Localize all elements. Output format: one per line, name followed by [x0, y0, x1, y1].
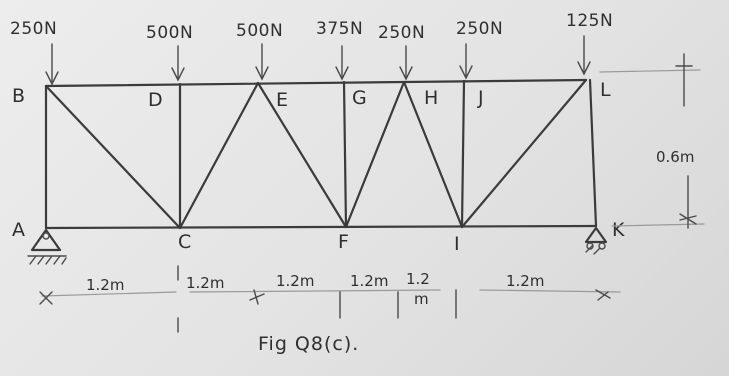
load-arrow-l [577, 35, 591, 76]
member-gf [342, 80, 348, 229]
member-bc [44, 84, 182, 230]
node-label-e: E [276, 89, 288, 111]
pin-support-a [27, 228, 67, 265]
member-lk [588, 78, 598, 228]
member-hf [344, 80, 406, 229]
node-label-l: L [600, 79, 611, 101]
node-label-a: A [12, 219, 25, 241]
span-label-5-unit: m [414, 290, 429, 308]
node-label-i: I [454, 233, 460, 255]
load-arrow-e [255, 43, 269, 81]
node-label-c: C [178, 231, 191, 253]
node-label-b: B [12, 85, 25, 107]
bottom-chord [44, 224, 598, 230]
node-label-h: H [424, 87, 438, 109]
load-label-h: 250N [378, 23, 425, 43]
figure-caption: Fig Q8(c). [258, 333, 359, 355]
roller-support-k [584, 226, 608, 255]
load-arrow-j [459, 43, 473, 80]
node-label-d: D [148, 89, 163, 111]
node-label-k: K [612, 219, 625, 241]
node-label-j: J [477, 87, 484, 109]
node-label-f: F [338, 231, 349, 253]
load-arrows [45, 35, 591, 86]
height-dimension: 0.6m [599, 53, 705, 229]
load-label-j: 250N [456, 19, 503, 39]
load-arrow-g [335, 45, 349, 81]
member-hi [402, 80, 464, 229]
span-label-1: 1.2m [86, 276, 124, 294]
load-label-d: 500N [146, 23, 193, 43]
load-label-l: 125N [566, 11, 613, 31]
load-arrow-d [171, 45, 185, 82]
span-label-4: 1.2m [350, 272, 388, 290]
load-label-b: 250N [10, 19, 57, 39]
load-labels: 250N 500N 500N 375N 250N 250N 125N [10, 11, 613, 43]
span-label-2: 1.2m [186, 274, 224, 292]
height-dimension-label: 0.6m [656, 148, 694, 166]
top-chord [44, 78, 588, 88]
span-label-5: 1.2 [406, 270, 430, 288]
node-labels: B D E G H J L A C F I K [12, 79, 625, 255]
span-label-6: 1.2m [506, 272, 544, 290]
member-ji [460, 79, 466, 229]
span-dimensions: 1.2m 1.2m 1.2m 1.2m 1.2 m 1.2m [39, 265, 621, 333]
load-arrow-h [399, 45, 413, 81]
truss-members [44, 78, 598, 230]
load-arrow-b [45, 43, 59, 86]
load-label-g: 375N [316, 19, 363, 39]
node-label-g: G [352, 87, 367, 109]
member-ec [178, 81, 260, 230]
load-label-e: 500N [236, 21, 283, 41]
span-label-3: 1.2m [276, 272, 314, 290]
member-ef [256, 81, 348, 229]
member-li [460, 78, 588, 229]
